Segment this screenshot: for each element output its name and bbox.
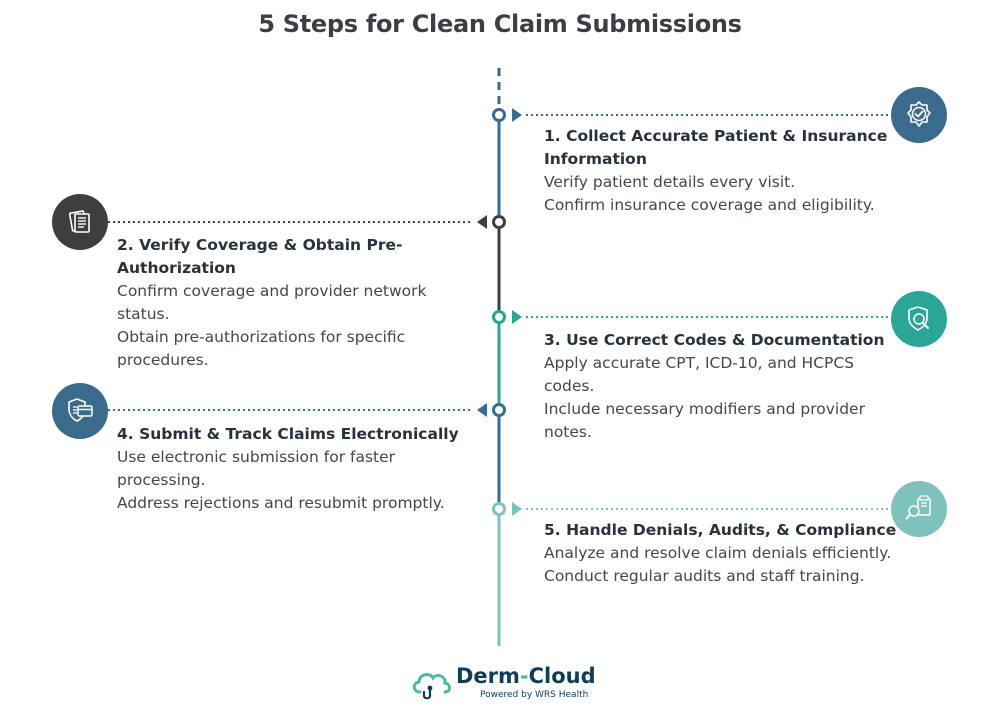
step-1-line-2: Confirm insurance coverage and eligibili…: [544, 196, 875, 214]
page-title: 5 Steps for Clean Claim Submissions: [258, 10, 742, 38]
shield-search-icon: [908, 306, 929, 331]
step-3-line-2: Include necessary modifiers and provider…: [544, 400, 865, 441]
documents-icon: [68, 210, 90, 233]
step-4-line-1: Use electronic submission for faster pro…: [117, 448, 396, 489]
logo-name-part-1: Derm: [456, 664, 520, 688]
timeline-node-1: [492, 108, 506, 122]
arrow-left-icon: [477, 403, 487, 417]
step-2-icon: [52, 194, 108, 250]
logo-tagline: Powered by WRS Health: [480, 690, 589, 700]
step-5-line-2: Conduct regular audits and staff trainin…: [544, 567, 865, 585]
step-3: 3. Use Correct Codes & Documentation App…: [544, 329, 899, 444]
step-1-heading: 1. Collect Accurate Patient & Insurance …: [544, 127, 888, 168]
timeline-node-2: [492, 215, 506, 229]
step-3-line-1: Apply accurate CPT, ICD-10, and HCPCS co…: [544, 354, 855, 395]
step-2-heading: 2. Verify Coverage & Obtain Pre-Authoriz…: [117, 236, 403, 277]
step-5-line-1: Analyze and resolve claim denials effici…: [544, 544, 892, 562]
logo-name-part-2: Cloud: [528, 664, 596, 688]
step-2: 2. Verify Coverage & Obtain Pre-Authoriz…: [117, 234, 462, 372]
step-3-heading: 3. Use Correct Codes & Documentation: [544, 331, 885, 349]
step-1: 1. Collect Accurate Patient & Insurance …: [544, 125, 899, 217]
step-2-line-2: Obtain pre-authorizations for specific p…: [117, 328, 406, 369]
step-5-heading: 5. Handle Denials, Audits, & Compliance: [544, 521, 897, 539]
shield-check-icon: [907, 101, 931, 127]
arrow-right-icon: [512, 502, 522, 516]
arrow-right-icon: [512, 108, 522, 122]
step-1-icon: [891, 87, 947, 143]
step-5-icon: [891, 481, 947, 537]
logo-name-dash: -: [519, 664, 529, 688]
step-2-line-1: Confirm coverage and provider network st…: [117, 282, 427, 323]
step-5: 5. Handle Denials, Audits, & Compliance …: [544, 519, 899, 588]
arrow-right-icon: [512, 310, 522, 324]
step-3-icon: [891, 291, 947, 347]
timeline-node-4: [492, 403, 506, 417]
step-4-heading: 4. Submit & Track Claims Electronically: [117, 425, 459, 443]
shield-card-icon: [68, 398, 93, 422]
timeline-node-3: [492, 310, 506, 324]
audit-search-icon: [905, 495, 931, 520]
arrow-left-icon: [477, 215, 487, 229]
cloud-stethoscope-icon: [412, 673, 451, 700]
step-4: 4. Submit & Track Claims Electronically …: [117, 423, 462, 515]
timeline-node-5: [492, 502, 506, 516]
derm-cloud-logo: Derm-Cloud Powered by WRS Health: [410, 662, 600, 708]
logo-name: Derm-Cloud: [456, 664, 596, 688]
step-4-icon: [52, 383, 108, 439]
step-4-line-2: Address rejections and resubmit promptly…: [117, 494, 445, 512]
step-1-line-1: Verify patient details every visit.: [544, 173, 796, 191]
